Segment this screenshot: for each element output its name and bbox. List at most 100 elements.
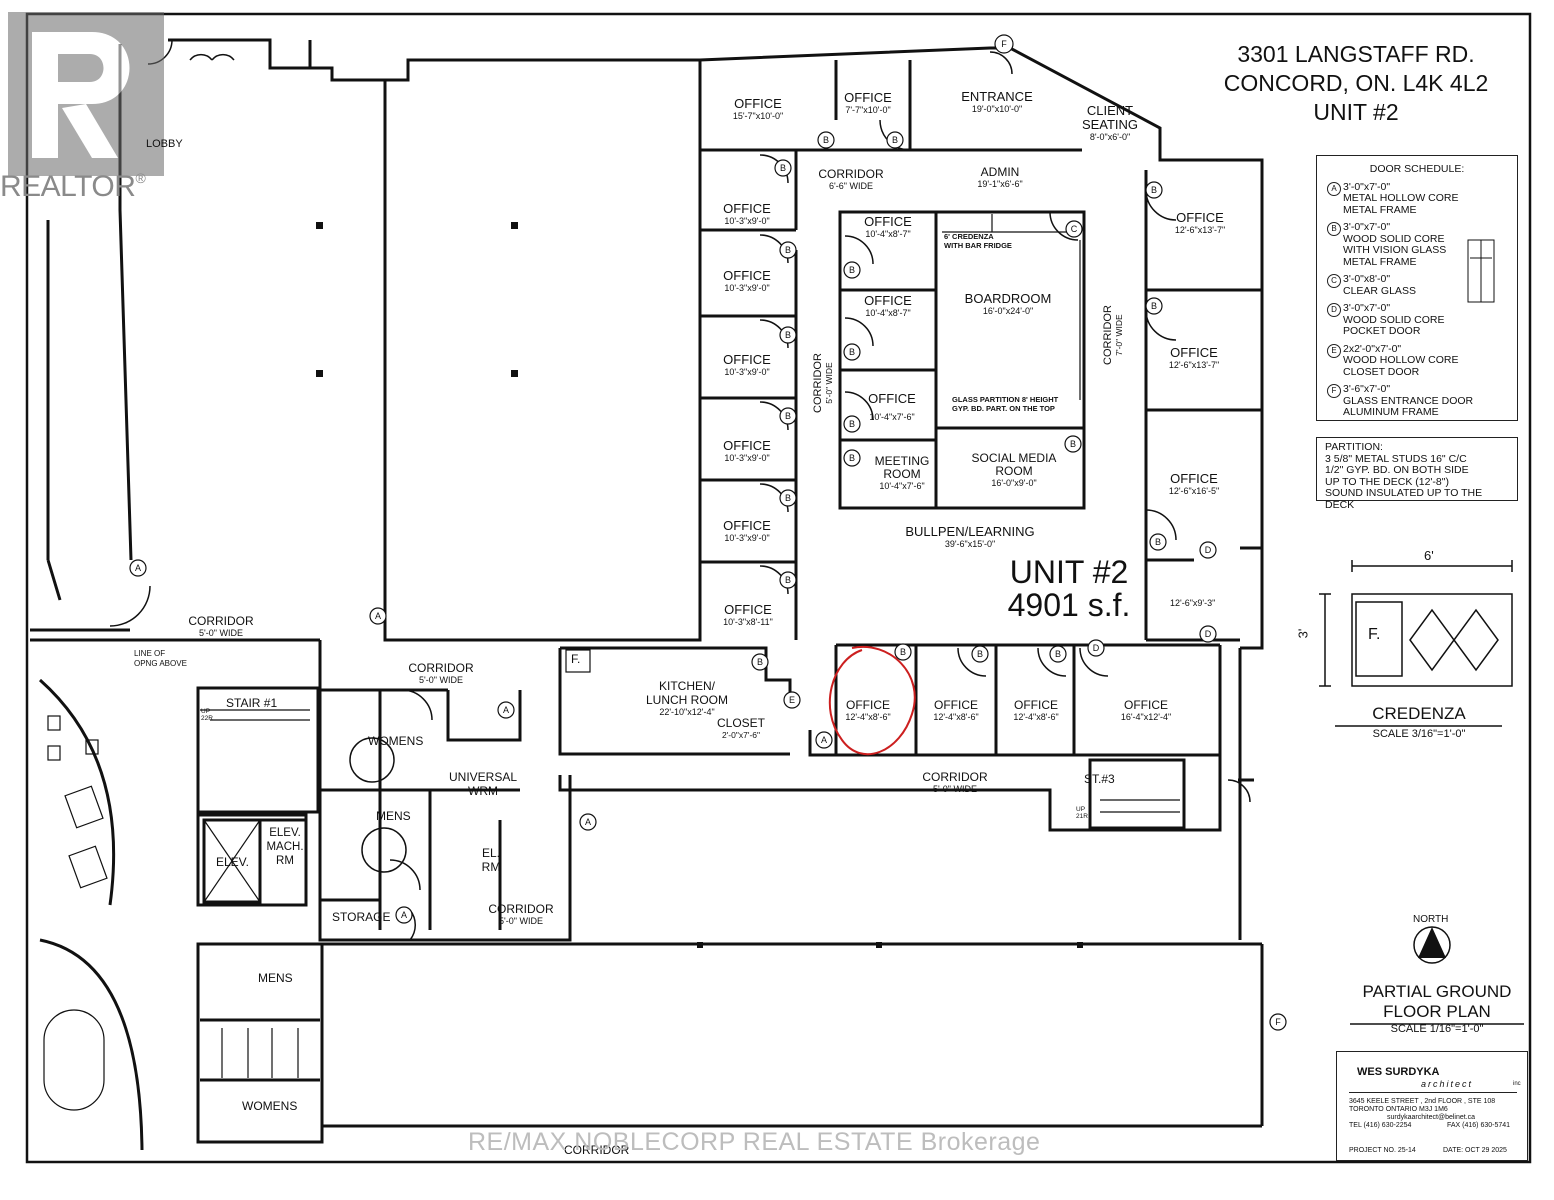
meeting-dim: 10'-4"x7'-6" [879, 481, 925, 491]
office-a: OFFICE 15'-7"x10'-0" [712, 96, 804, 121]
drawing-border [25, 12, 1532, 1164]
realtor-text: REALTOR [0, 170, 136, 203]
door-f-l1: 3'-6"x7'-0" [1343, 383, 1391, 395]
boardroom-dim: 16'-0"x24'-0" [982, 306, 1034, 316]
office-l4-name: OFFICE [723, 438, 771, 453]
office-r1-dim: 12'-6"x13'-7" [1174, 225, 1226, 235]
corridor-sw: CORRIDOR 5'-0" WIDE [476, 902, 566, 926]
bullpen-dim: 39'-6"x15'-0" [944, 539, 996, 549]
door-b-l2: WOOD SOLID CORE [1343, 232, 1445, 245]
glass-note-1: GLASS PARTITION 8' HEIGHT [952, 395, 1059, 404]
office-c1-dim: 10'-4"x8'-7" [865, 229, 911, 239]
corridor-left: CORRIDOR 5'-0" WIDE [176, 614, 266, 638]
door-schedule-row-f: F 3'-6"x7'-0" GLASS ENTRANCE DOOR ALUMIN… [1327, 383, 1517, 419]
door-e-l3: CLOSET DOOR [1343, 365, 1420, 378]
svg-text:F: F [1001, 39, 1007, 49]
corridor-mid-dim: 5'-0" WIDE [824, 362, 834, 404]
svg-text:B: B [785, 493, 791, 503]
client-seating-dim: 8'-0"x6'-0" [1089, 132, 1131, 142]
door-c-text: 3'-0"x8'-0" CLEAR GLASS [1343, 273, 1416, 297]
office-r3-name: OFFICE [1170, 471, 1218, 486]
universal-wrm: UNIVERSAL WRM [448, 770, 518, 798]
svg-text:B: B [785, 411, 791, 421]
svg-text:B: B [849, 419, 855, 429]
svg-text:B: B [977, 649, 983, 659]
architect-date: DATE: OCT 29 2025 [1443, 1147, 1507, 1154]
meeting-name-2: ROOM [883, 467, 921, 481]
office-l6-name: OFFICE [724, 602, 772, 617]
realtor-reg: ® [135, 170, 146, 186]
office-b1-dim: 12'-4"x8'-6" [845, 712, 891, 722]
boardroom-name: BOARDROOM [964, 291, 1052, 306]
kitchen-name-2: LUNCH ROOM [645, 693, 728, 707]
address-line-3: UNIT #2 [1313, 99, 1399, 125]
svg-text:B: B [1151, 301, 1157, 311]
office-b3-name: OFFICE [1014, 698, 1058, 712]
credenza-detail [1319, 560, 1513, 727]
architect-addr2: TORONTO ONTARIO M3J 1M6 [1349, 1106, 1448, 1113]
el-rm-2: RM [481, 860, 501, 874]
storage-label: STORAGE [332, 910, 391, 924]
elev-mach-3: RM [276, 855, 294, 867]
office-l4: OFFICE 10'-3"x9'-0" [712, 438, 782, 463]
client-seating: CLIENT SEATING 8'-0"x6'-0" [1074, 104, 1146, 143]
credenza-width: 6' [1424, 548, 1434, 563]
closet: CLOSET 2'-0"x7'-6" [714, 716, 768, 740]
svg-text:E: E [789, 695, 795, 705]
partition-l5: SOUND INSULATED UP TO THE DECK [1325, 487, 1483, 511]
door-f-text: 3'-6"x7'-0" GLASS ENTRANCE DOOR ALUMINUM… [1343, 383, 1473, 419]
office-r1: OFFICE 12'-6"x13'-7" [1160, 210, 1240, 235]
universal-2: WRM [468, 784, 498, 798]
office-l3-dim: 10'-3"x9'-0" [724, 367, 770, 377]
architect-fax: FAX (416) 630-5741 [1447, 1122, 1511, 1129]
door-e-l1: 2x2'-0"x7'-0" [1343, 342, 1402, 355]
closet-name: CLOSET [716, 716, 765, 730]
stair-1-up-1: UP [201, 708, 211, 715]
corridor-sw-name: CORRIDOR [488, 902, 554, 916]
corridor-top-name: CORRIDOR [818, 167, 884, 181]
svg-text:B: B [849, 265, 855, 275]
office-c1: OFFICE 10'-4"x8'-7" [852, 214, 924, 239]
svg-text:B: B [785, 330, 791, 340]
plan-title-1: PARTIAL GROUND [1362, 982, 1512, 1001]
office-l1: OFFICE 10'-3"x9'-0" [712, 201, 782, 226]
door-key-b: B [1327, 222, 1341, 236]
office-l5: OFFICE 10'-3"x9'-0" [712, 518, 782, 543]
glass-note-2: GYP. BD. PART. ON THE TOP [952, 404, 1055, 413]
svg-text:B: B [785, 575, 791, 585]
door-key-d: D [1327, 303, 1341, 317]
office-r3: OFFICE 12'-6"x16'-5" [1154, 471, 1234, 496]
north-label: NORTH [1413, 914, 1449, 925]
credenza-note-1: 6' CREDENZA [944, 232, 994, 241]
svg-text:D: D [1205, 629, 1212, 639]
bullpen: BULLPEN/LEARNING 39'-6"x15'-0" [890, 524, 1050, 549]
office-r2: OFFICE 12'-6"x13'-7" [1154, 345, 1234, 370]
mens-label: MENS [376, 809, 411, 823]
client-seating-name-2: SEATING [1081, 117, 1139, 132]
door-schedule-row-c: C 3'-0"x8'-0" CLEAR GLASS [1327, 273, 1517, 297]
stair-1-up-2: 22R [201, 715, 213, 722]
office-b3: OFFICE 12'-4"x8'-6" [1002, 698, 1070, 722]
entrance: ENTRANCE 19'-0"x10'-0" [946, 89, 1048, 114]
door-schedule: DOOR SCHEDULE: A 3'-0"x7'-0" METAL HOLLO… [1316, 155, 1518, 421]
stair-3-up-1: UP [1076, 806, 1086, 813]
entrance-dim: 19'-0"x10'-0" [971, 104, 1023, 114]
corridor-wc-name: CORRIDOR [408, 661, 474, 675]
admin: ADMIN 19'-1"x6'-6" [960, 165, 1040, 189]
svg-text:B: B [1151, 185, 1157, 195]
door-a-l3: METAL FRAME [1343, 203, 1417, 216]
door-c-l1: 3'-0"x8'-0" [1343, 273, 1391, 285]
corridor-mid-name: CORRIDOR [812, 353, 824, 413]
corridor-right-dim: 7'-0" WIDE [1114, 314, 1124, 356]
office-c3-dim: 10'-4"x7'-6" [869, 412, 915, 422]
architect-email: surdykaarchitect@belinet.ca [1387, 1114, 1476, 1121]
corridor-top: CORRIDOR 6'-6" WIDE [806, 167, 896, 191]
door-b-l3: WITH VISION GLASS [1343, 244, 1447, 256]
mens2-label: MENS [258, 971, 293, 985]
architect-title-block: WES SURDYKA architect inc 3645 KEELE STR… [1336, 1051, 1528, 1161]
meeting-name-1: MEETING [874, 454, 930, 468]
door-d-text: 3'-0"x7'-0" WOOD SOLID CORE POCKET DOOR [1343, 302, 1445, 338]
office-b2-dim: 12'-4"x8'-6" [933, 712, 979, 722]
office-b-dim: 7'-7"x10'-0" [845, 105, 891, 115]
